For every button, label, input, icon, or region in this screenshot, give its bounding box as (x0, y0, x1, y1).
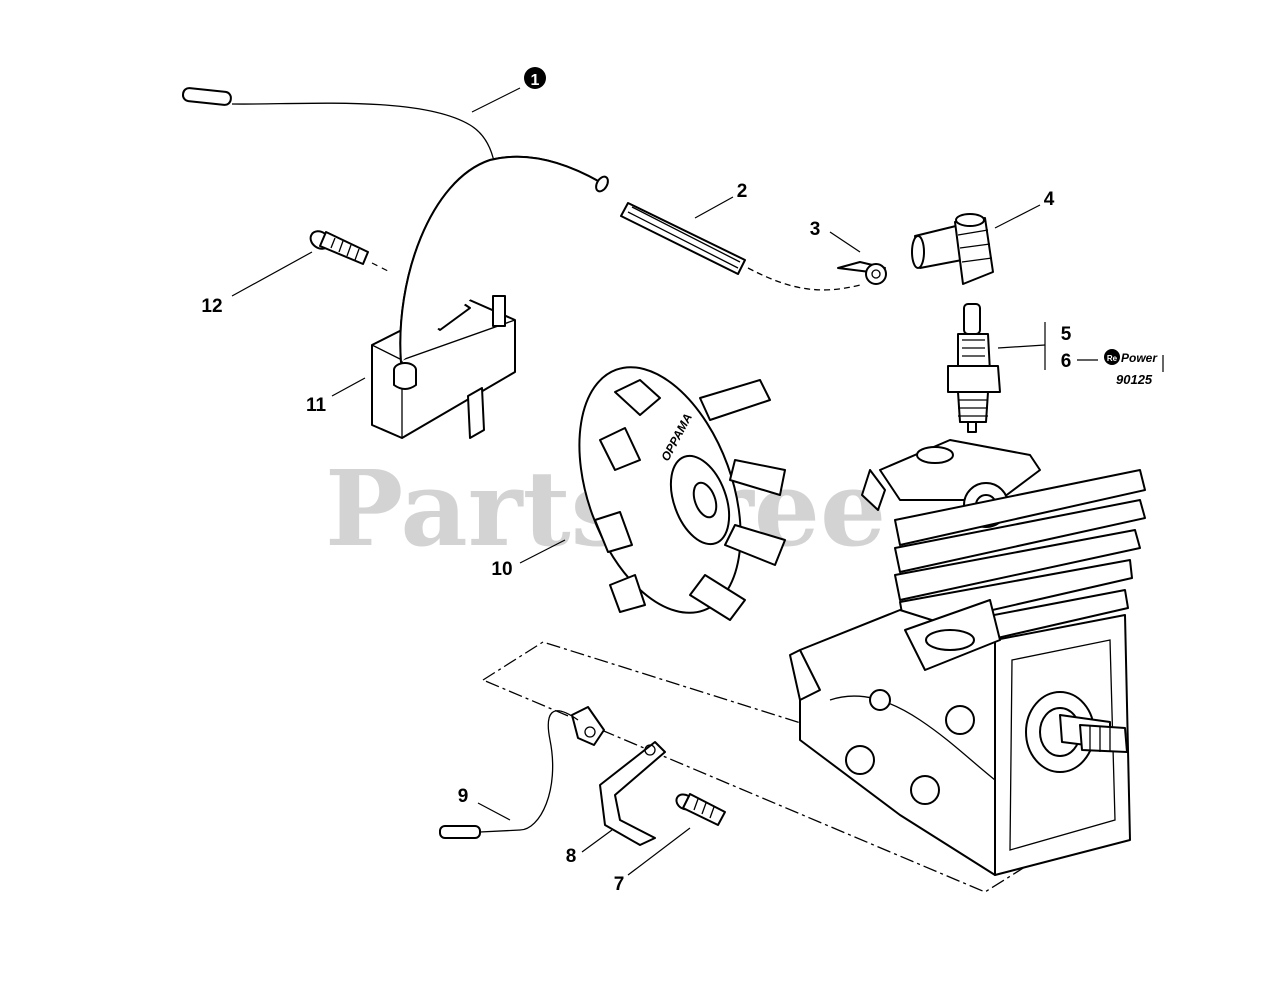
callout-1[interactable]: 1 (524, 67, 546, 89)
callout-10[interactable]: 10 (491, 559, 512, 580)
part-4-spark-plug-cap[interactable] (911, 213, 994, 285)
callout-2[interactable]: 2 (737, 181, 748, 202)
svg-text:Re: Re (1107, 354, 1118, 363)
part-10-flywheel[interactable]: OPPAMA (549, 345, 786, 635)
part-2-spring-cover[interactable] (620, 202, 861, 291)
callout-7[interactable]: 7 (614, 874, 625, 895)
part-9-ground-lead[interactable] (439, 706, 605, 839)
callout-11[interactable]: 11 (306, 395, 327, 416)
callout-6[interactable]: 6 (1061, 351, 1072, 372)
callout-12[interactable]: 12 (201, 296, 222, 317)
repower-code: 90125 (1116, 372, 1153, 387)
engine-cylinder-assembly (789, 439, 1146, 876)
callout-5[interactable]: 5 (1061, 324, 1072, 345)
callout-9[interactable]: 9 (458, 786, 469, 807)
part-5-spark-plug[interactable] (947, 303, 1001, 433)
callout-3[interactable]: 3 (810, 219, 821, 240)
part-7-screw[interactable] (674, 791, 726, 826)
callout-8[interactable]: 8 (566, 846, 577, 867)
part-3-clip[interactable] (837, 261, 887, 285)
part-11-ignition-coil[interactable] (371, 155, 610, 439)
repower-badge[interactable]: Re Power 90125 (1104, 349, 1164, 387)
callout-4[interactable]: 4 (1044, 189, 1055, 210)
part-12-bolt[interactable] (307, 228, 391, 273)
part-8-bracket[interactable] (599, 741, 666, 846)
repower-logo-icon (1104, 349, 1120, 365)
repower-logo-text: Power (1121, 351, 1158, 365)
leader-lines (231, 87, 1098, 876)
svg-text:1: 1 (531, 72, 540, 89)
